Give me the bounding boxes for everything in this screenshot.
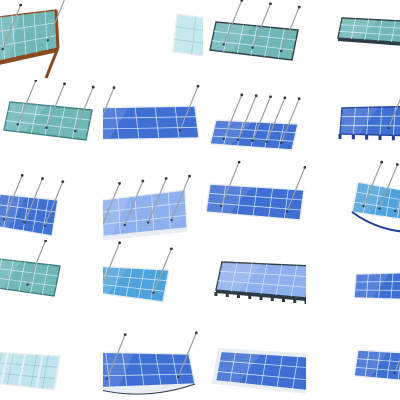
canopy-blue-multi-cable-drawing	[209, 93, 301, 151]
canopy-boat-blue[interactable]	[103, 320, 203, 400]
canopy-wood-frame-teal[interactable]	[0, 0, 100, 80]
canopy-blue-arched-drawing	[351, 160, 400, 233]
canopy-teal-plain-rod-panel	[0, 258, 61, 297]
canopy-sky-blue-rods-panel	[103, 265, 170, 303]
canopy-blue-two-posts-panel	[103, 105, 200, 141]
canopy-teal-three-rods-drawing	[3, 80, 95, 141]
canopy-blue-two-posts[interactable]	[103, 80, 203, 160]
canopy-blue-white-border-drawing	[211, 347, 306, 394]
canopy-teal-slab[interactable]	[320, 0, 400, 80]
canopy-teal-grid-rods[interactable]	[206, 0, 306, 80]
canopy-blue-arched[interactable]	[320, 160, 400, 240]
canopy-blue-two-posts-drawing	[103, 84, 200, 141]
canopy-silver-frame-blue-drawing	[103, 174, 191, 240]
canopy-teal-plain-rod[interactable]	[0, 240, 100, 320]
canopy-blue-ribbed-drawing	[338, 98, 400, 141]
canopy-teal-three-rods[interactable]	[0, 80, 100, 160]
canopy-blue-thin-frame-panel	[353, 272, 400, 300]
canopy-wood-frame-teal-drawing	[0, 0, 65, 79]
canopy-boat-blue-panel	[103, 351, 196, 389]
canopy-sky-blue-rods[interactable]	[103, 240, 203, 320]
canopy-teal-slab-drawing	[337, 17, 400, 46]
canopy-blue-frame-rails[interactable]	[206, 240, 306, 320]
canopy-blue-wide-rods-drawing	[206, 160, 306, 221]
canopy-blue-ribbed-panel	[339, 105, 400, 137]
canopy-blue-thin-frame-drawing	[353, 272, 400, 300]
canopy-teal-grid-rods-panel	[209, 21, 299, 61]
canopy-blue-arched-panel	[351, 181, 400, 220]
canopy-blue-curved-cables-panel	[0, 193, 59, 237]
canopy-blue-curved-cables-drawing	[0, 173, 65, 237]
canopy-blue-thin-frame[interactable]	[320, 240, 400, 320]
canopy-boat-blue-drawing	[103, 331, 198, 395]
canopy-teal-three-rods-panel	[3, 101, 93, 141]
canopy-blue-multi-cable[interactable]	[206, 80, 306, 160]
canopy-blue-grid-small-drawing	[353, 349, 400, 381]
canopy-clear-glass-rails-drawing	[0, 351, 61, 391]
canopy-sky-blue-rods-drawing	[103, 241, 173, 303]
canopy-blue-grid-small[interactable]	[320, 320, 400, 400]
canopy-teal-plain-rod-drawing	[0, 240, 61, 297]
canopy-blue-grid-small-panel	[353, 349, 400, 381]
canopy-curved-light-glass-panel	[172, 13, 203, 57]
canopy-blue-frame-rails-panel	[215, 261, 306, 299]
canopy-blue-curved-cables[interactable]	[0, 160, 100, 240]
canopy-silver-frame-blue[interactable]	[103, 160, 203, 240]
canopy-teal-grid-rods-drawing	[209, 0, 301, 61]
canopy-blue-ribbed[interactable]	[320, 80, 400, 160]
canopy-curved-light-glass[interactable]	[103, 0, 203, 80]
canopy-curved-light-glass-drawing	[172, 13, 203, 57]
canopy-teal-slab-panel	[337, 17, 400, 44]
canopy-clear-glass-rails[interactable]	[0, 320, 100, 400]
canopy-clear-glass-rails-panel	[0, 351, 61, 391]
canopy-blue-frame-rails-drawing	[214, 261, 306, 304]
canopy-blue-wide-rods[interactable]	[206, 160, 306, 240]
canopy-blue-white-border[interactable]	[206, 320, 306, 400]
canopy-blue-wide-rods-panel	[206, 183, 305, 221]
